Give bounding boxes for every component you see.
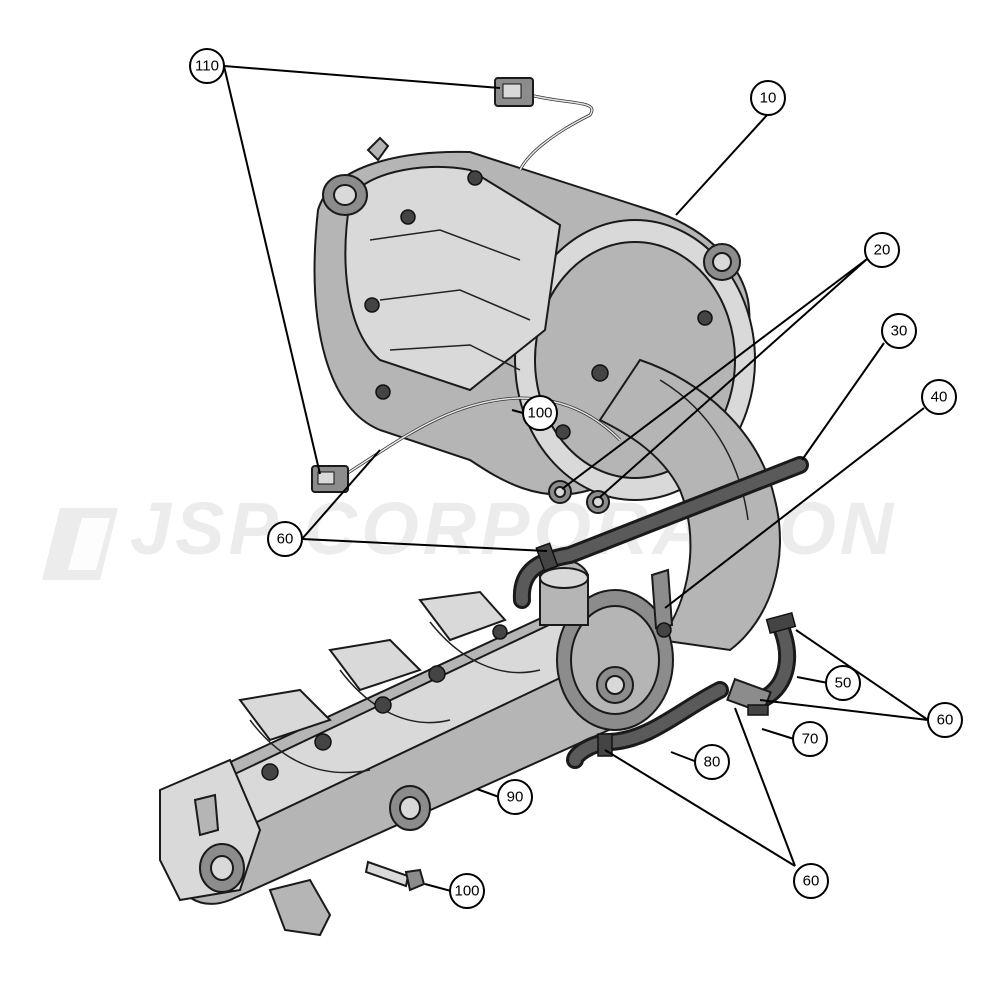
callout-60-right: 60 bbox=[927, 702, 963, 738]
part-70-fitting bbox=[726, 677, 772, 716]
callout-60-bottom: 60 bbox=[793, 863, 829, 899]
part-50-right-hose bbox=[751, 611, 797, 709]
watermark-logo-mark bbox=[42, 508, 118, 580]
callout-20: 20 bbox=[864, 232, 900, 268]
callout-40: 40 bbox=[921, 379, 957, 415]
part-40-sensor bbox=[650, 568, 674, 638]
callout-50: 50 bbox=[825, 665, 861, 701]
callout-20-label: 20 bbox=[874, 242, 891, 259]
callout-10-label: 10 bbox=[760, 90, 777, 107]
callout-90: 90 bbox=[497, 779, 533, 815]
callout-90-label: 90 bbox=[507, 789, 524, 806]
callout-70-label: 70 bbox=[802, 731, 819, 748]
callout-110: 110 bbox=[189, 48, 225, 84]
callout-60-left-label: 60 bbox=[277, 531, 294, 548]
callout-110-label: 110 bbox=[195, 58, 219, 75]
callout-30-label: 30 bbox=[891, 323, 908, 340]
callout-30: 30 bbox=[881, 313, 917, 349]
leader-lines bbox=[223, 65, 929, 892]
callout-40-label: 40 bbox=[931, 389, 948, 406]
callout-80: 80 bbox=[694, 744, 730, 780]
callout-100-lower: 100 bbox=[449, 873, 485, 909]
callout-10: 10 bbox=[750, 80, 786, 116]
part-90-cylinder-body bbox=[159, 559, 674, 937]
callout-100-upper: 100 bbox=[522, 395, 558, 431]
callout-60-bottom-label: 60 bbox=[803, 873, 820, 890]
callout-100-lower-label: 100 bbox=[454, 883, 479, 900]
part-110-harness bbox=[311, 77, 622, 493]
callout-100-upper-label: 100 bbox=[527, 405, 552, 422]
watermark-text: JSP CORPORATION bbox=[130, 487, 897, 570]
part-100-bolt bbox=[364, 860, 426, 892]
callouts: 110 10 20 30 40 100 60 50 bbox=[189, 48, 963, 909]
callout-60-left: 60 bbox=[267, 521, 303, 557]
callout-80-label: 80 bbox=[704, 754, 721, 771]
part-80-lower-hose bbox=[566, 681, 729, 769]
callout-60-right-label: 60 bbox=[937, 712, 954, 729]
callout-50-label: 50 bbox=[835, 675, 852, 692]
callout-70: 70 bbox=[792, 721, 828, 757]
